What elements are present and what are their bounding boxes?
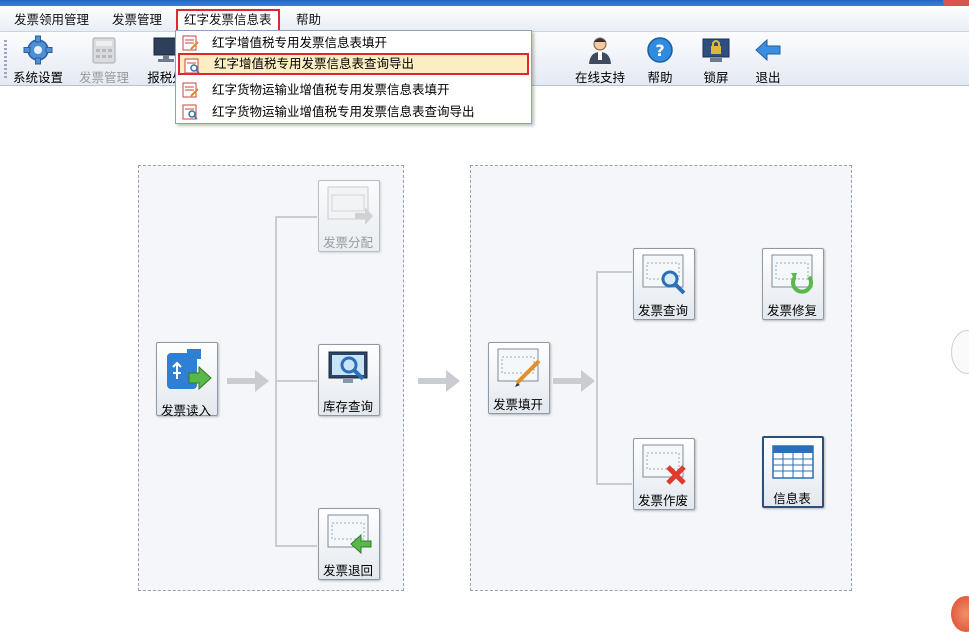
form-edit-icon [182,82,199,98]
node-label: 发票查询 [622,300,704,319]
node-label: 发票填开 [477,394,559,413]
red-invoice-info-dropdown: 红字增值税专用发票信息表填开 红字增值税专用发票信息表查询导出 红字货物运输业增… [175,30,532,124]
support-person-icon [584,35,616,65]
node-label: 发票作废 [622,490,704,509]
connector-line [596,483,632,485]
invoice-search-icon [640,253,690,297]
help-button[interactable]: ? 帮助 [630,35,690,85]
invoice-repair-icon [769,253,819,297]
node-label: 发票分配 [307,232,389,251]
node-label: 库存查询 [307,396,389,415]
lock-screen-icon [700,35,732,65]
toolbar-label: 退出 [738,67,798,86]
dropdown-item-label: 红字增值税专用发票信息表填开 [212,35,387,50]
invoice-issue-workflow-panel: 发票填开 发票查询 发票作废 [470,165,852,591]
form-search-icon [182,104,199,120]
menu-invoice-management[interactable]: 发票管理 [106,10,168,30]
info-sheet-node[interactable]: 信息表 [761,436,825,510]
invoice-void-icon [640,443,690,487]
exit-button[interactable]: 退出 [738,35,798,85]
svg-text:?: ? [655,41,664,60]
invoice-allocation-node: 发票分配 [317,180,381,254]
exit-arrow-icon [752,35,784,65]
toolbar-label: 系统设置 [8,67,68,86]
calculator-icon [88,35,120,65]
node-label: 信息表 [751,488,833,507]
node-label: 发票退回 [307,560,389,579]
invoice-query-node[interactable]: 发票查询 [632,248,696,322]
toolbar-label: 发票管理 [74,67,134,86]
toolbar-grip[interactable] [4,40,7,80]
invoice-transfer-icon [325,185,375,229]
gear-icon [22,35,54,65]
floating-assistant-icon[interactable] [951,596,969,632]
toolbar-label: 帮助 [630,67,690,86]
invoice-edit-icon [495,347,545,391]
lock-screen-button[interactable]: 锁屏 [686,35,746,85]
dropdown-item-vat-fill[interactable]: 红字增值税专用发票信息表填开 [178,32,529,54]
menu-bar: 发票领用管理 发票管理 红字发票信息表 帮助 [0,6,969,32]
monitor-search-icon [325,349,375,395]
flow-arrow-icon [553,368,597,394]
system-settings-button[interactable]: 系统设置 [8,35,68,85]
dropdown-item-vat-query-export[interactable]: 红字增值税专用发票信息表查询导出 [178,53,529,75]
usb-import-icon [163,347,213,395]
invoice-management-button: 发票管理 [74,35,134,85]
invoice-read-in-node[interactable]: 发票读入 [155,342,219,422]
connector-line [596,271,632,273]
menu-invoice-claim[interactable]: 发票领用管理 [8,10,95,30]
toolbar-label: 锁屏 [686,67,746,86]
dropdown-item-freight-fill[interactable]: 红字货物运输业增值税专用发票信息表填开 [178,79,529,101]
side-scroll-handle[interactable] [951,330,969,374]
invoice-issue-node[interactable]: 发票填开 [487,342,551,416]
connector-line [275,216,317,218]
invoice-stock-workflow-panel: 发票读入 发票分配 库存查询 [138,165,404,591]
table-grid-icon [770,442,820,486]
dropdown-item-label: 红字货物运输业增值税专用发票信息表查询导出 [212,104,475,119]
dropdown-item-freight-query-export[interactable]: 红字货物运输业增值税专用发票信息表查询导出 [178,101,529,123]
online-support-button[interactable]: 在线支持 [570,35,630,85]
connector-line [275,380,317,382]
invoice-return-icon [325,513,375,557]
menu-help[interactable]: 帮助 [290,10,327,30]
help-icon: ? [644,35,676,65]
dropdown-item-label: 红字增值税专用发票信息表查询导出 [214,56,414,71]
panel-flow-arrow-icon [418,368,462,394]
toolbar-label: 在线支持 [570,67,630,86]
flow-arrow-icon [227,368,271,394]
inventory-query-node[interactable]: 库存查询 [317,344,381,418]
form-edit-icon [182,35,199,51]
invoice-void-node[interactable]: 发票作废 [632,438,696,512]
form-search-icon [184,58,201,74]
node-label: 发票修复 [751,300,833,319]
node-label: 发票读入 [145,400,227,419]
invoice-repair-node[interactable]: 发票修复 [761,248,825,322]
dropdown-item-label: 红字货物运输业增值税专用发票信息表填开 [212,82,450,97]
connector-line [275,545,317,547]
invoice-return-node[interactable]: 发票退回 [317,508,381,582]
